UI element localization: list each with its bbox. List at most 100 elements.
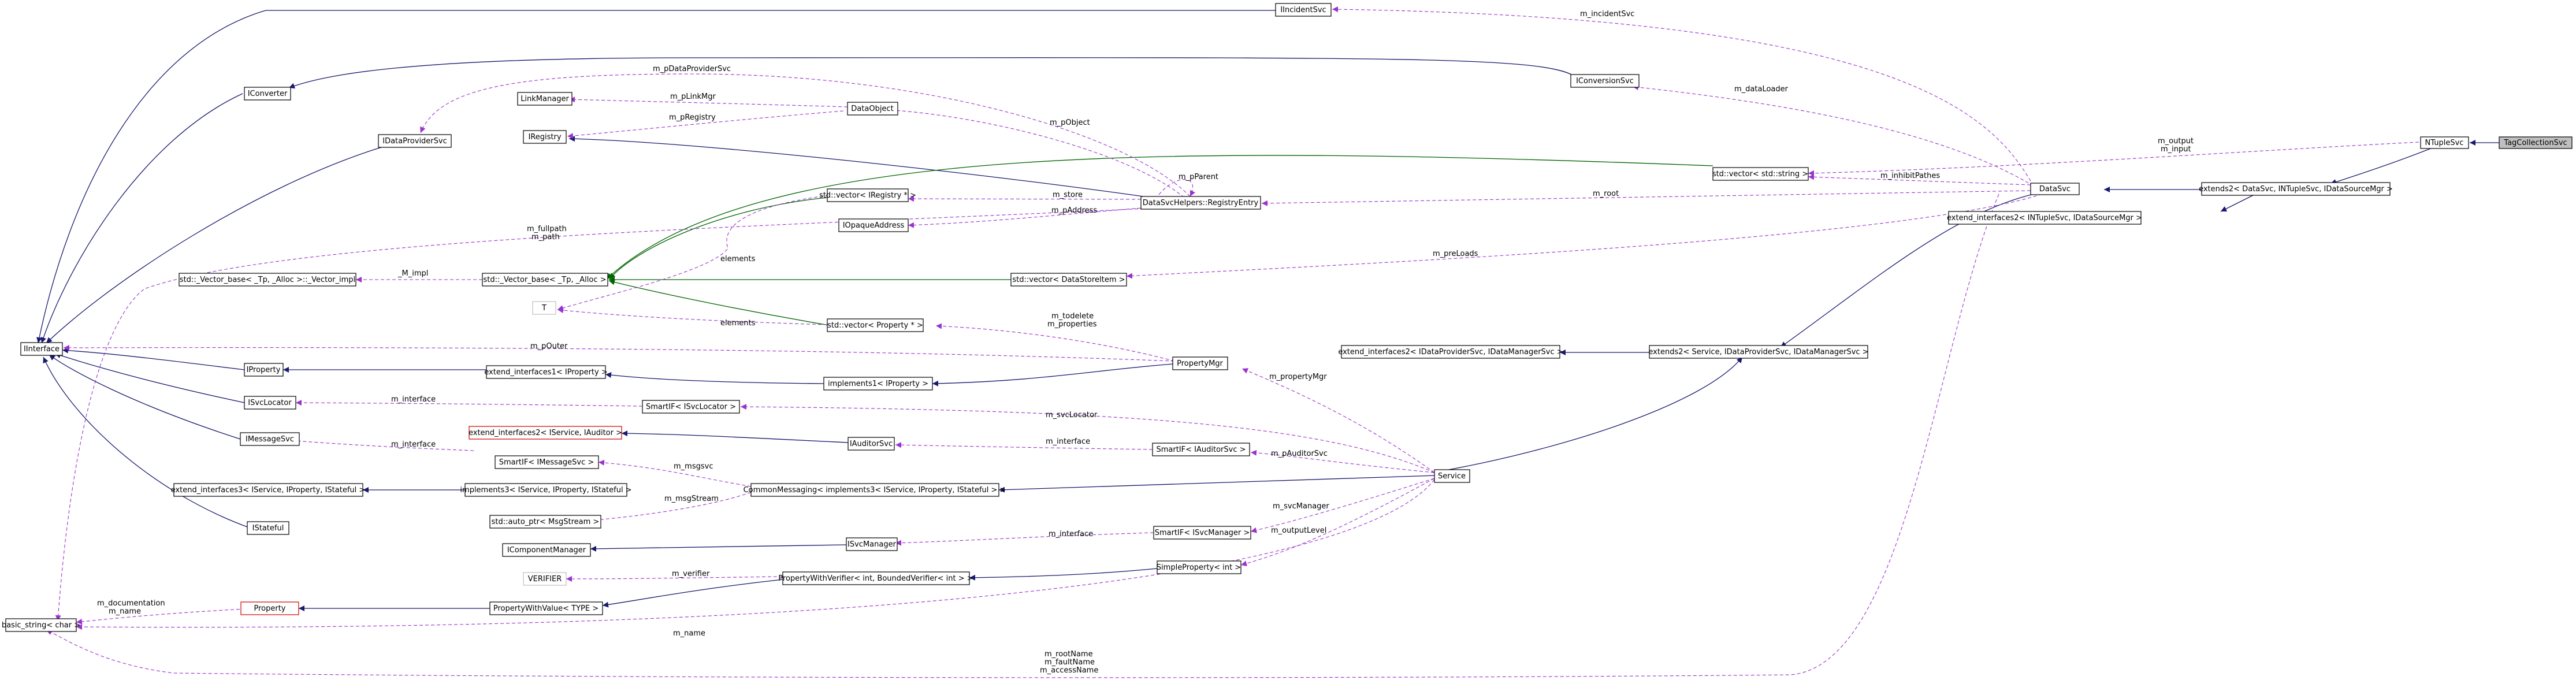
svg-text:DataObject: DataObject [851, 105, 893, 113]
edge-use-documentation-name [76, 608, 258, 625]
node-smartif-imessagesvc[interactable]: SmartIF< IMessageSvc > [495, 455, 599, 469]
node-smartif-isvcmanager[interactable]: SmartIF< ISvcManager > [1153, 526, 1251, 540]
edge-inherit-iincidentsvc-iinterface [36, 10, 1277, 344]
label-m-interface-a: m_interface [391, 395, 436, 404]
edge-use-elements-b [557, 307, 828, 325]
label-m-store: m_store [1053, 191, 1083, 199]
node-tagcollectionsvc[interactable]: TagCollectionSvc [2499, 136, 2573, 149]
label-m-inhibitpathes: m_inhibitPathes [1880, 172, 1940, 180]
node-extend-interfaces2-ntuple[interactable]: extend_interfaces2< INTupleSvc, IDataSou… [1947, 211, 2142, 225]
node-vector-impl[interactable]: std::_Vector_base< _Tp, _Alloc >::_Vecto… [179, 273, 356, 287]
node-iinterface[interactable]: IInterface [20, 342, 63, 356]
node-extend-interfaces2-auditor[interactable]: extend_interfaces2< IService, IAuditor > [469, 426, 622, 440]
node-propertywithverifier[interactable]: PropertyWithVerifier< int, BoundedVerifi… [778, 571, 973, 585]
node-t[interactable]: T [532, 301, 556, 315]
svg-text:std::vector< IRegistry * >: std::vector< IRegistry * > [819, 191, 916, 200]
label-m-interface-b: m_interface [391, 440, 436, 449]
node-service[interactable]: Service [1434, 469, 1470, 483]
node-extends2-datasvc[interactable]: extends2< DataSvc, INTupleSvc, IDataSour… [2199, 182, 2393, 196]
node-iconversionsvc[interactable]: IConversionSvc [1570, 74, 1640, 88]
edge-inherit-isvclocator-iinterface [54, 352, 245, 403]
node-isvclocator[interactable]: ISvcLocator [244, 396, 296, 410]
node-simpleproperty-int[interactable]: SimpleProperty< int > [1157, 560, 1241, 574]
node-icomponentmanager[interactable]: IComponentManager [502, 543, 591, 557]
node-vector-iregistry[interactable]: std::vector< IRegistry * > [819, 188, 916, 202]
label-m-dataloader: m_dataLoader [1734, 85, 1789, 94]
node-istateful[interactable]: IStateful [247, 521, 289, 535]
node-isvcmanager[interactable]: ISvcManager [846, 537, 898, 551]
node-ntuplesvc[interactable]: NTupleSvc [2420, 136, 2469, 149]
edge-use-pouter [63, 344, 1175, 362]
svg-text:ISvcLocator: ISvcLocator [248, 399, 292, 407]
node-iproperty[interactable]: IProperty [244, 363, 284, 377]
edge-use-preloads [1126, 194, 2043, 279]
node-iauditorsvc[interactable]: IAuditorSvc [847, 437, 895, 451]
edge-use-rootname-faultname-accessname [46, 194, 1999, 678]
node-iconverter[interactable]: IConverter [244, 87, 291, 101]
label-elements-a: elements [720, 255, 756, 263]
label-m-pobject: m_pObject [1050, 118, 1090, 127]
svg-text:VERIFIER: VERIFIER [528, 575, 562, 584]
node-vector-string[interactable]: std::vector< std::string > [1712, 167, 1809, 181]
node-iincidentsvc[interactable]: IIncidentSvc [1275, 3, 1332, 17]
node-extend-interfaces1[interactable]: extend_interfaces1< IProperty > [484, 365, 608, 379]
svg-text:CommonMessaging< implements3<: CommonMessaging< implements3< IService, … [744, 486, 1006, 495]
label-m-outputlevel: m_outputLevel [1271, 526, 1326, 535]
edge-use-root [1261, 190, 2031, 206]
node-vector-base[interactable]: std::_Vector_base< _Tp, _Alloc > [482, 273, 608, 287]
svg-text:SmartIF< IMessageSvc >: SmartIF< IMessageSvc > [499, 458, 594, 467]
node-auto-ptr-msgstream[interactable]: std::auto_ptr< MsgStream > [489, 515, 601, 529]
label-m-rootname: m_rootName [1044, 650, 1093, 659]
svg-text:TagCollectionSvc: TagCollectionSvc [2503, 139, 2567, 147]
edge-inherit-istateful-iinterface [43, 356, 248, 527]
edge-use-pobject [886, 107, 1185, 198]
edge-use-inhibitpathes [1808, 174, 2031, 185]
node-extend-interfaces2-provider[interactable]: extend_interfaces2< IDataProviderSvc, ID… [1338, 345, 1563, 359]
node-iregistry[interactable]: IRegistry [523, 130, 567, 144]
node-commonmessaging[interactable]: CommonMessaging< implements3< IService, … [744, 483, 1006, 497]
edge-use-interface-messagesvc [288, 437, 474, 451]
edge-use-todelete-properties [935, 323, 1175, 362]
node-propertymgr[interactable]: PropertyMgr [1172, 356, 1228, 370]
node-verifier[interactable]: VERIFIER [523, 572, 567, 586]
svg-text:PropertyWithVerifier< int, Bou: PropertyWithVerifier< int, BoundedVerifi… [778, 574, 973, 583]
node-dataobject[interactable]: DataObject [847, 102, 898, 116]
svg-text:IMessageSvc: IMessageSvc [246, 435, 294, 444]
label-m-verifier: m_verifier [672, 570, 710, 578]
label-m-paddress: m_pAddress [1051, 206, 1097, 215]
label-m-propertymgr: m_propertyMgr [1269, 373, 1327, 381]
svg-text:IDataProviderSvc: IDataProviderSvc [382, 137, 447, 146]
svg-text:extends2< Service, IDataProvid: extends2< Service, IDataProviderSvc, IDa… [1648, 348, 1868, 356]
node-idataprovidersvc[interactable]: IDataProviderSvc [378, 134, 452, 148]
svg-text:std::vector< DataStoreItem >: std::vector< DataStoreItem > [1012, 276, 1125, 284]
node-vector-datastoreitem[interactable]: std::vector< DataStoreItem > [1010, 273, 1127, 287]
node-propertywithvalue[interactable]: PropertyWithValue< TYPE > [489, 601, 603, 615]
label-m-root: m_root [1593, 189, 1619, 198]
svg-text:IAuditorSvc: IAuditorSvc [850, 440, 893, 448]
svg-text:std::vector< Property * >: std::vector< Property * > [827, 321, 923, 330]
node-extends2-service[interactable]: extends2< Service, IDataProviderSvc, IDa… [1648, 345, 1869, 359]
node-imessagesvc[interactable]: IMessageSvc [240, 432, 300, 446]
node-datasvc[interactable]: DataSvc [2030, 183, 2080, 195]
label-m-interface-d: m_interface [1049, 530, 1093, 538]
label-m-input: m_input [2161, 145, 2191, 154]
node-extend-interfaces3[interactable]: extend_interfaces3< IService, IProperty,… [171, 483, 366, 497]
node-implements3[interactable]: implements3< IService, IProperty, IState… [460, 483, 632, 497]
node-iopaqueaddress[interactable]: IOpaqueAddress [838, 218, 909, 232]
node-property[interactable]: Property [240, 601, 299, 615]
edge-template-vectoriregistry-base [609, 197, 828, 280]
svg-text:std::auto_ptr< MsgStream >: std::auto_ptr< MsgStream > [492, 518, 600, 526]
label-m-pauditorsvc: m_pAuditorSvc [1271, 449, 1328, 458]
node-basic-string[interactable]: basic_string< char > [2, 618, 80, 632]
node-vector-property[interactable]: std::vector< Property * > [827, 318, 924, 332]
node-smartif-isvclocator[interactable]: SmartIF< ISvcLocator > [642, 400, 740, 414]
edge-inherit-service-extendsservice-parent [1432, 356, 1743, 473]
label-m-svcmanager: m_svcManager [1273, 502, 1329, 511]
label-m-accessname: m_accessName [1040, 666, 1098, 675]
node-linkmanager[interactable]: LinkManager [517, 92, 573, 106]
node-registryentry[interactable]: DataSvcHelpers::RegistryEntry [1140, 196, 1261, 210]
label-m-preloads: m_preLoads [1433, 250, 1478, 258]
node-implements1[interactable]: implements1< IProperty > [823, 377, 933, 391]
node-smartif-iauditorsvc[interactable]: SmartIF< IAuditorSvc > [1152, 443, 1250, 456]
svg-text:SimpleProperty< int >: SimpleProperty< int > [1157, 563, 1241, 572]
